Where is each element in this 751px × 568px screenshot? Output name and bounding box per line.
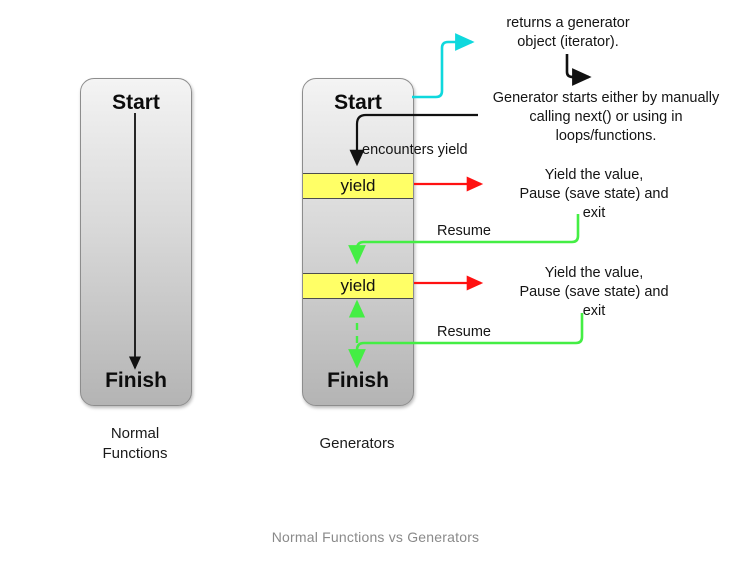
yield-bar-2: yield <box>303 273 413 299</box>
encounters-yield-text: encounters yield <box>362 142 468 158</box>
figure-title: Normal Functions vs Generators <box>271 529 480 545</box>
resume-1-text: Resume <box>437 223 491 239</box>
annotation-returns-generator: returns a generator object (iterator). <box>468 14 668 52</box>
yield-pause-2-line-3: exit <box>582 303 606 319</box>
yield-pause-1-line-3: exit <box>582 205 606 221</box>
yield-bar-2-label: yield <box>340 276 376 295</box>
annotation-yield-pause-1: Yield the value, Pause (save state) and … <box>500 166 688 223</box>
returns-generator-line-1: returns a generator <box>506 15 630 31</box>
yield-pause-2-line-1: Yield the value, <box>544 265 644 281</box>
generator-start-label: Start <box>334 91 382 114</box>
generators-caption: Generators <box>292 434 422 454</box>
returns-generator-arrow <box>412 33 475 99</box>
normal-start-label: Start <box>112 91 160 114</box>
generator-starts-line-1: Generator starts either by manually <box>492 90 720 106</box>
generator-starts-line-3: loops/functions. <box>555 128 657 144</box>
resume-2-text: Resume <box>437 324 491 340</box>
annotation-encounters-yield: encounters yield <box>362 141 542 160</box>
annotation-yield-pause-2: Yield the value, Pause (save state) and … <box>500 264 688 321</box>
generator-finish-label: Finish <box>327 369 389 392</box>
generators-caption-line-1: Generators <box>319 435 395 452</box>
annotation-generator-starts: Generator starts either by manually call… <box>470 89 742 146</box>
normal-finish-label: Finish <box>105 369 167 392</box>
annotation-resume-1: Resume <box>437 222 527 241</box>
normal-functions-flowbox: Start Finish <box>80 78 192 406</box>
generator-starts-hook-arrow <box>565 54 592 86</box>
yield-bar-1: yield <box>303 173 413 199</box>
yield-pause-2-line-2: Pause (save state) and <box>519 284 669 300</box>
normal-functions-caption: Normal Functions <box>80 424 190 464</box>
annotation-resume-2: Resume <box>437 323 527 342</box>
generators-flowbox: Start yield yield Finish <box>302 78 414 406</box>
normal-caption-line-2: Functions <box>102 445 168 462</box>
returns-generator-line-2: object (iterator). <box>517 34 619 50</box>
normal-caption-line-1: Normal <box>110 425 160 442</box>
yield-pause-1-line-2: Pause (save state) and <box>519 186 669 202</box>
generator-starts-line-2: calling next() or using in <box>529 109 683 125</box>
yield-bar-1-label: yield <box>340 176 376 195</box>
yield-pause-1-line-1: Yield the value, <box>544 167 644 183</box>
